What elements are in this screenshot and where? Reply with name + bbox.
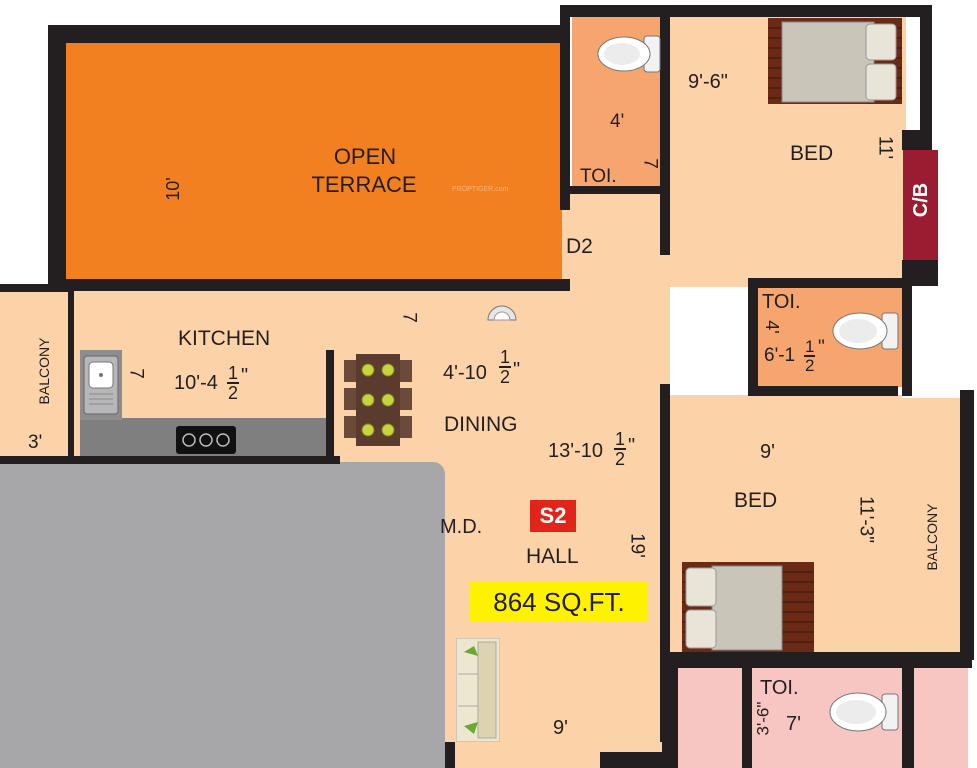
dining-dim-unit: " (628, 435, 636, 457)
balcony-left-dim: 3' (28, 432, 43, 453)
unit-badge-text: S2 (539, 503, 567, 528)
bed-icon (682, 562, 814, 652)
kitchen-dim-w-whole: 10'-4 (174, 372, 218, 394)
wall (48, 25, 66, 290)
passage-dim-w-num: 1 (499, 347, 512, 368)
balcony-left-label: BALCONY (36, 337, 52, 405)
passage-dim-w-frac: 1 2 (499, 347, 512, 387)
wall (0, 284, 70, 292)
toilet-icon (597, 35, 661, 73)
wall (562, 5, 932, 17)
d2-label: D2 (566, 235, 593, 258)
kitchen-dim-w-den: 2 (228, 383, 239, 403)
wall (600, 752, 670, 768)
toilet-mid-dim-a: 4' (762, 320, 782, 334)
toilet-top-dim-a: 4' (610, 111, 625, 132)
wall (660, 660, 678, 768)
wall (0, 456, 340, 464)
unit-badge: S2 (530, 500, 576, 532)
kitchen-label: KITCHEN (178, 327, 271, 350)
main-door-label: M.D. (440, 516, 483, 538)
terrace-dim: 10' (163, 177, 183, 201)
balcony-left-area (0, 290, 70, 456)
dining-dim-den: 2 (615, 449, 626, 469)
wall (742, 668, 752, 768)
wall (902, 278, 912, 396)
area-badge: 864 SQ.FT. (470, 582, 648, 622)
passage-dim-w-den: 2 (500, 367, 511, 387)
toilet-mid-dim-b-num: 1 (804, 337, 816, 357)
terrace-label-line1: OPEN (333, 144, 397, 169)
wall (902, 130, 932, 150)
wall (920, 5, 932, 135)
toilet-mid-label: TOI. (762, 291, 801, 313)
hall-label: HALL (526, 545, 579, 568)
toilet-bottom-dim-a: 3'-6" (753, 701, 773, 736)
toilet-mid-dim-b-frac: 1 2 (804, 337, 816, 375)
bed-bottom-dim-h: 11'-3" (855, 496, 877, 543)
dining-label: DINING (444, 413, 518, 436)
common-area (0, 462, 445, 768)
wall (445, 742, 455, 768)
kitchen-dim-h: 7 (125, 368, 147, 379)
toilet-icon (832, 312, 899, 350)
wall (748, 278, 758, 390)
wall (748, 278, 904, 288)
toilet-top-label: TOI. (580, 166, 617, 187)
hall-dim-w: 9' (553, 717, 568, 739)
wall (560, 5, 570, 210)
toilet-top-dim-b: 7 (639, 158, 661, 169)
bed-top-label: BED (790, 142, 834, 165)
wall (68, 288, 74, 458)
dining-dim-num: 1 (614, 429, 627, 450)
passage-dim-w-unit: " (513, 359, 521, 381)
bed-top-dim-h: 11' (874, 135, 896, 160)
toilet-mid-dim-b-whole: 6'-1 (764, 345, 796, 366)
kitchen-dim-w-unit: " (241, 365, 249, 387)
wall (668, 652, 972, 668)
wall (902, 668, 914, 768)
toilet-bottom-label: TOI. (760, 677, 799, 699)
toilet-mid-dim-b-den: 2 (805, 356, 815, 375)
balcony-right-label: BALCONY (924, 503, 940, 571)
cb-label: C/B (910, 182, 932, 218)
cb-block (903, 150, 938, 260)
bed-bottom-dim-w: 9' (760, 441, 775, 463)
dining-table-icon (344, 354, 412, 446)
terrace-label-line2: TERRACE (311, 172, 417, 197)
watermark: PROPTIGER.com (452, 186, 509, 193)
wall (48, 279, 570, 291)
passage-dim-w-whole: 4'-10 (443, 362, 487, 384)
wall (660, 15, 670, 255)
sink-icon (83, 355, 119, 415)
toilet-mid-dim-b-unit: " (818, 337, 825, 358)
stove-icon (176, 426, 236, 454)
wall (960, 390, 974, 660)
terrace-area (66, 43, 562, 279)
sofa-icon (456, 638, 500, 742)
bed-icon (768, 18, 902, 104)
wash-basin-icon (487, 305, 517, 321)
bed-bottom-label: BED (734, 489, 778, 512)
passage-dim-h: 7 (398, 312, 420, 323)
wall (570, 186, 668, 194)
hall-dim-h: 19' (626, 533, 648, 558)
wall (326, 350, 334, 460)
dining-dim-frac: 1 2 (614, 429, 627, 469)
wall (748, 386, 898, 396)
toilet-icon (829, 692, 899, 732)
area-badge-text: 864 SQ.FT. (493, 587, 625, 617)
kitchen-dim-w-frac: 1 2 (227, 363, 240, 403)
toilet-bottom-dim-b: 7' (786, 713, 801, 735)
dining-dim-whole: 13'-10 (548, 440, 603, 462)
wall (660, 384, 670, 664)
wall (48, 25, 568, 43)
kitchen-dim-w-num: 1 (227, 363, 240, 384)
bed-top-dim-w: 9'-6" (688, 71, 728, 93)
